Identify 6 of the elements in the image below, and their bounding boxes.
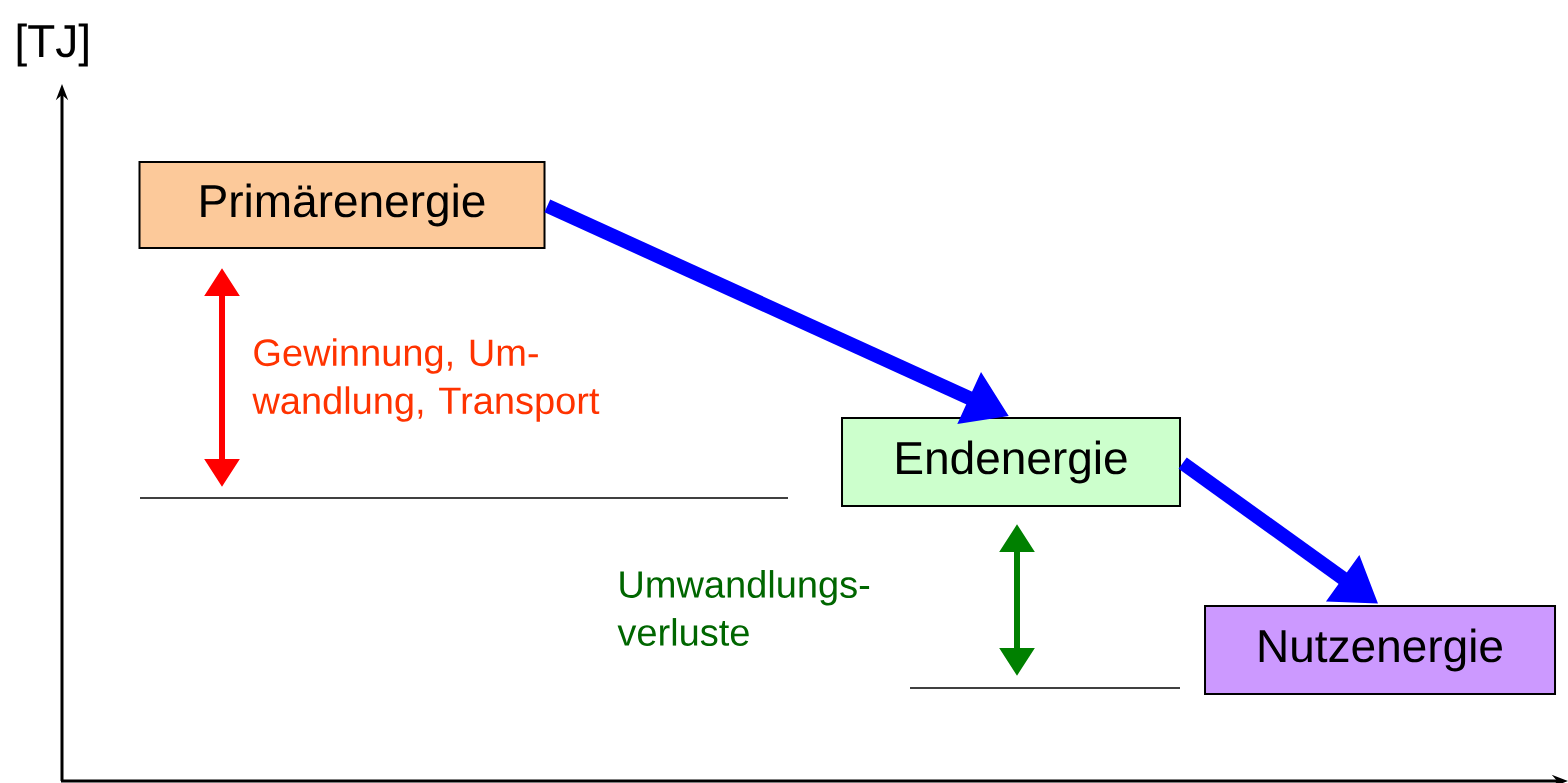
loss-label: Gewinnung, Um-wandlung, Transport: [252, 338, 600, 422]
loss-label: Umwandlungs-verluste: [617, 570, 870, 646]
energy-box: Endenergie: [841, 417, 1181, 507]
energy-box: Nutzenergie: [1204, 605, 1556, 695]
energy-box: Primärenergie: [138, 161, 546, 249]
axis-unit: [TJ]: [17, 23, 88, 67]
